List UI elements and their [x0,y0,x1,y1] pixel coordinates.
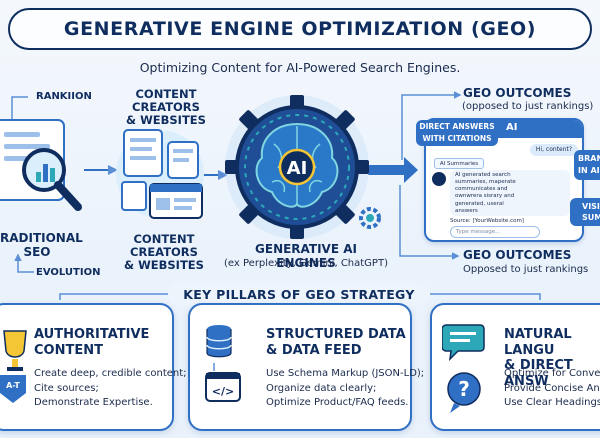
creators-bottom-line-1: CONTENT CREATORS [130,232,198,260]
pillar-2-line: Organize data clearly; [266,382,377,394]
pillar-3-title-line-2: & DIRECT ANSW [504,358,573,389]
database-code-icon: </> [205,325,241,402]
flow-connectors [8,91,541,300]
pillar-2-line: Optimize Product/FAQ feeds. [266,397,409,408]
pillar-1-description: Create deep, credible content; Cite sour… [34,367,187,411]
pillar-3-description: Optimize for Conversat Provide Concise A… [504,367,600,411]
small-gear-icon [359,207,381,229]
outcomes-title-bottom: GEO OUTCOMES [463,248,572,262]
traditional-seo-label: RADITIONAL SEO [0,231,83,260]
pillar-3-line: Optimize for Conversat [504,368,600,379]
direct-answers-badge: DIRECT ANSWERS WITH CITATIONS [416,120,498,146]
visibility-badge: VISI SUM [570,198,600,226]
outcomes-subtitle-top: (opposed to just rankings) [462,101,594,112]
engines-subtitle: (ex Perplexity, Gemini, ChatGPT) [224,258,388,269]
outcomes-subtitle-bottom: Opposed to just rankings [463,264,589,275]
pillars-heading: KEY PILLARS OF GEO STRATEGY [168,283,430,305]
seo-document-magnifier-icon [0,119,82,211]
outcomes-title-top: GEO OUTCOMES [463,86,572,100]
branding-badge: BRAN IN AI [574,150,600,180]
ai-brain-gear-icon: AI [225,95,369,239]
answer-source: Source: [YourWebsite.com] [450,218,524,224]
code-glyph: </> [212,385,234,398]
pillar-3-line: Provide Concise Answe [504,382,600,394]
chat-question-icon: ? [442,324,485,413]
branding-line-2: IN AI [578,166,600,175]
pillar-2-line: Use Schema Markup (JSON-LD); [266,368,425,379]
chat-user-bubble: Hi, content? [530,144,578,156]
traditional-seo-line-1: RADITIONAL [0,231,83,245]
title-banner: GENERATIVE ENGINE OPTIMIZATION (GEO) [8,8,592,50]
pillar-structured-data: </> STRUCTURED DATA & DATA FEED Use Sche… [188,303,424,431]
answer-line: generated, useral [455,200,504,207]
direct-answers-line-1: DIRECT ANSWERS [419,122,495,131]
content-documents-icon [116,129,204,219]
creators-bottom-line-2: & WEBSITES [124,258,204,273]
ai-summaries-chip: AI Summaries [434,158,484,169]
ai-answer-bubble: AI generated search summaries, maperate … [450,170,570,216]
creators-label-bottom: CONTENT CREATORS & WEBSITES [100,232,228,273]
creators-label-top: CONTENT CREATORS & WEBSITES [104,87,228,128]
engines-title: GENERATIVE AI ENGINES [255,242,357,270]
pillar-2-title-line-1: STRUCTURED DATA [266,327,406,342]
pillar-2-description: Use Schema Markup (JSON-LD); Organize da… [266,367,424,411]
answer-line: summaries, maperate [455,179,516,186]
pillar-2-title: STRUCTURED DATA & DATA FEED [266,327,406,358]
traditional-seo-line-2: SEO [23,244,51,259]
pillar-3-title: NATURAL LANGU & DIRECT ANSW [504,327,600,389]
creators-top-line-2: & WEBSITES [126,113,206,128]
ai-avatar [432,172,446,186]
visibility-line-1: VISI [582,202,600,211]
ai-badge-text: AI [287,158,308,179]
creators-top-line-1: CONTENT CREATORS [132,87,200,115]
branding-line-1: BRAN [578,154,600,163]
svg-text:?: ? [458,377,470,401]
pillar-1-title-line-2: CONTENT [34,342,103,358]
page-subtitle: Optimizing Content for AI-Powered Search… [139,60,461,75]
ranking-label: RANKIION [36,91,92,102]
answer-line: ownwrera sisrary and [455,193,515,200]
pillar-1-line: Cite sources; [34,382,99,394]
page-title: GENERATIVE ENGINE OPTIMIZATION (GEO) [63,18,537,40]
pillar-3-title-line-1: NATURAL LANGU [504,327,572,358]
direct-answers-line-2: WITH CITATIONS [422,134,492,143]
answer-line: AI generated search [455,172,511,178]
pillar-1-line: Demonstrate Expertise. [34,397,153,408]
chat-message-input[interactable]: Type message... [450,226,540,238]
expertise-badge-text: A-T [6,381,20,390]
pillar-1-line: Create deep, credible content; [34,368,187,379]
trophy-icon: A-T [0,330,27,403]
pillar-1-title-line-1: AUTHORITATIVE [34,327,150,342]
visibility-line-2: SUM [582,213,600,222]
pillar-authoritative-content: A-T AUTHORITATIVE CONTENT Create deep, c… [0,303,187,431]
pillar-3-line: Use Clear Headings (H [504,397,600,408]
chat-ai-tab: AI [506,122,518,133]
pillar-1-title: AUTHORITATIVE CONTENT [34,327,149,358]
evolution-label: EVOLUTION [36,267,101,278]
pillar-2-title-line-2: & DATA FEED [266,342,362,358]
answer-line: communicates and [455,186,508,193]
pillar-natural-language: ? NATURAL LANGU & DIRECT ANSW Optimize f… [430,303,600,431]
answer-line: answers [455,207,478,214]
